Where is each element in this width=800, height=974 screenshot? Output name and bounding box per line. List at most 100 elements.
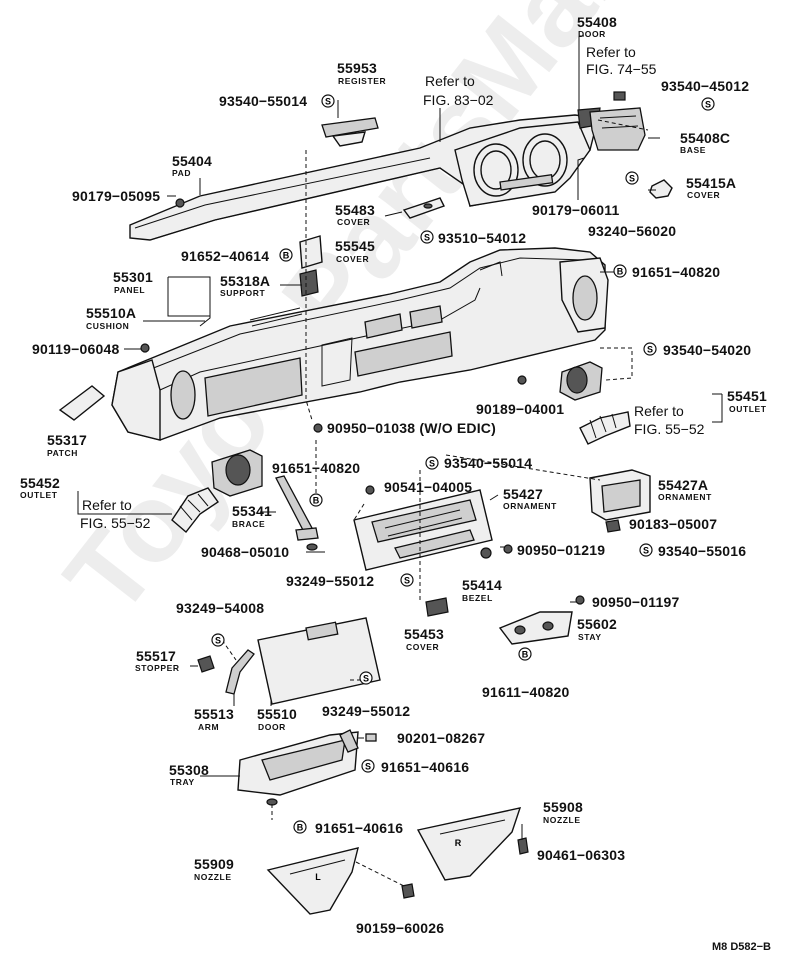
label-55602-name: STAY [578, 632, 602, 642]
ref-74-55-a: Refer to [586, 44, 636, 60]
label-55427A-name: ORNAMENT [658, 492, 712, 502]
label-55483-name: COVER [337, 217, 371, 227]
symbol-b-2: B [613, 264, 627, 278]
label-90461-06303: 90461−06303 [537, 847, 626, 863]
svg-text:S: S [705, 100, 711, 110]
label-55953-name: REGISTER [338, 76, 387, 86]
label-55513-name: ARM [198, 722, 220, 732]
svg-text:B: B [283, 251, 290, 261]
ornament-55427 [353, 489, 493, 571]
label-55908-name: NOZZLE [543, 815, 581, 825]
ornament-55427A [589, 469, 651, 533]
svg-text:B: B [313, 496, 320, 506]
instrument-pad-55404 [129, 114, 599, 241]
register-55953 [321, 117, 379, 147]
symbol-s-8: S [400, 573, 414, 587]
label-55414-name: BEZEL [462, 593, 493, 603]
ref-55-52a-b: FIG. 55−52 [634, 421, 705, 437]
label-91651-40820a: 91651−40820 [632, 264, 721, 280]
svg-text:S: S [365, 762, 371, 772]
symbol-s-1: S [321, 94, 335, 108]
label-55510A-name: CUSHION [86, 321, 130, 331]
label-91611-40820: 91611−40820 [482, 684, 570, 700]
label-90119-06048: 90119−06048 [32, 341, 120, 357]
label-90468-05010: 90468−05010 [201, 544, 290, 560]
label-55408: 55408 [577, 14, 617, 30]
label-55602: 55602 [577, 616, 617, 632]
label-55427: 55427 [503, 486, 543, 502]
label-90179-05095: 90179−05095 [72, 188, 161, 204]
label-55308-name: TRAY [170, 777, 195, 787]
svg-text:S: S [647, 345, 653, 355]
symbol-b-1: B [279, 248, 293, 262]
instrument-panel-55301 [111, 247, 609, 441]
label-93540-55014b: 93540−55014 [444, 455, 533, 471]
label-93240-56020: 93240−56020 [588, 223, 677, 239]
label-55341: 55341 [232, 503, 272, 519]
svg-text:S: S [643, 546, 649, 556]
symbol-s-11: S [361, 759, 375, 773]
ref-55-52b-a: Refer to [82, 497, 132, 513]
label-55451-name: OUTLET [729, 404, 767, 414]
label-55317-name: PATCH [47, 448, 79, 458]
svg-text:L: L [315, 872, 321, 882]
label-90950-01219: 90950−01219 [517, 542, 606, 558]
stay-55602 [498, 611, 573, 645]
label-55453: 55453 [404, 626, 444, 642]
brace-55341 [275, 475, 319, 551]
label-91651-40616b: 91651−40616 [315, 820, 404, 836]
label-55317: 55317 [47, 432, 87, 448]
nozzle-55909 [266, 847, 415, 915]
label-90201-08267: 90201−08267 [397, 730, 486, 746]
label-91652-40614: 91652−40614 [181, 248, 270, 264]
label-55909-name: NOZZLE [194, 872, 232, 882]
label-55452-name: OUTLET [20, 490, 58, 500]
symbol-s-10: S [359, 671, 373, 685]
label-91651-40616a: 91651−40616 [381, 759, 470, 775]
label-93540-45012: 93540−45012 [661, 78, 750, 94]
label-55408C-name: BASE [680, 145, 707, 155]
label-55451: 55451 [727, 388, 767, 404]
label-93540-55016: 93540−55016 [658, 543, 747, 559]
symbol-s-2: S [701, 97, 715, 111]
label-55318A-name: SUPPORT [220, 288, 266, 298]
svg-text:R: R [455, 838, 462, 848]
label-55545: 55545 [335, 238, 375, 254]
label-90159-60026: 90159−60026 [356, 920, 445, 936]
label-55427A: 55427A [658, 477, 709, 493]
svg-text:S: S [424, 233, 430, 243]
label-90950-01197: 90950−01197 [592, 594, 680, 610]
svg-text:S: S [629, 174, 635, 184]
label-55517: 55517 [136, 648, 176, 664]
symbol-s-3: S [625, 171, 639, 185]
symbol-s-5: S [643, 342, 657, 356]
diagram-code: M8 D582−B [712, 941, 772, 953]
label-55404-name: PAD [172, 168, 192, 178]
label-55415A: 55415A [686, 175, 737, 191]
symbol-s-6: S [425, 456, 439, 470]
svg-text:B: B [617, 267, 624, 277]
label-55908: 55908 [543, 799, 583, 815]
glove-door-55510 [257, 617, 381, 705]
symbol-s-4: S [420, 230, 434, 244]
label-55909: 55909 [194, 856, 234, 872]
label-93510-54012: 93510−54012 [438, 230, 527, 246]
ref-83-02-b: FIG. 83−02 [423, 92, 494, 108]
cover-55483 [402, 197, 445, 219]
cover-55453 [425, 597, 449, 617]
label-91651-40820b: 91651−40820 [272, 460, 361, 476]
label-55301-name: PANEL [114, 285, 146, 295]
symbol-b-3: B [309, 493, 323, 507]
ref-55-52a-a: Refer to [634, 403, 684, 419]
label-55510A: 55510A [86, 305, 137, 321]
symbol-b-5: B [293, 820, 307, 834]
cover-55415A [649, 179, 673, 199]
symbol-b-4: B [518, 647, 532, 661]
label-55483: 55483 [335, 202, 375, 218]
leader-lines [77, 35, 723, 840]
ref-55-52b-b: FIG. 55−52 [80, 515, 151, 531]
outlet-55451 [559, 361, 631, 445]
label-55408C: 55408C [680, 130, 731, 146]
